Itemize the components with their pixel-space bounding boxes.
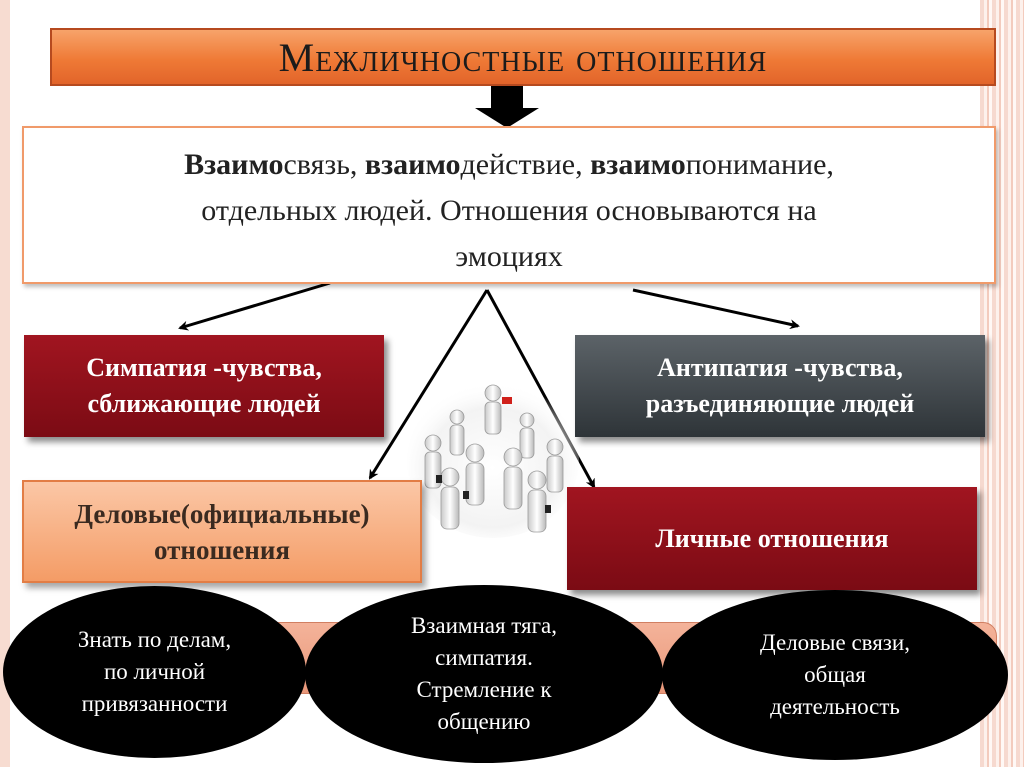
oval-left-text: Знать по делам, по личной привязанности xyxy=(78,624,231,720)
sympathy-text: Симпатия -чувства, сближающие людей xyxy=(86,353,322,418)
oval-line: общая xyxy=(804,662,866,687)
business-relations-box: Деловые(официальные) отношения xyxy=(22,480,422,583)
personal-relations-box: Личные отношения xyxy=(567,487,977,590)
oval-line: деятельность xyxy=(770,694,900,719)
definition-box: Взаимосвязь, взаимодействие, взаимопоним… xyxy=(22,126,996,284)
oval-line: Стремление к xyxy=(416,677,552,702)
oval-left: Знать по делам, по личной привязанности xyxy=(3,586,306,758)
bold-prefix: Взаимо xyxy=(184,148,284,181)
personal-text: Личные отношения xyxy=(655,523,889,553)
oval-line: Деловые связи, xyxy=(760,630,910,655)
definition-line-3: эмоциях xyxy=(455,240,563,273)
slide-title: Межличностные отношения xyxy=(50,28,996,86)
oval-line: симпатия. xyxy=(435,645,533,670)
text-part: действие, xyxy=(460,148,591,181)
title-text: Межличностные отношения xyxy=(278,34,768,80)
bold-prefix: взаимо xyxy=(364,148,461,181)
text-part: связь, xyxy=(283,148,365,181)
antipathy-text: Антипатия -чувства, разъединяющие людей xyxy=(645,353,915,418)
oval-line: Взаимная тяга, xyxy=(410,613,558,638)
antipathy-box: Антипатия -чувства, разъединяющие людей xyxy=(575,335,985,437)
oval-line: по личной xyxy=(103,659,205,684)
oval-center-text: Взаимная тяга, симпатия. Стремление к об… xyxy=(411,610,557,738)
bold-prefix: взаимо xyxy=(590,148,686,181)
oval-right: Деловые связи, общая деятельность xyxy=(662,590,1008,760)
oval-line: Знать по делам, xyxy=(77,627,232,652)
definition-line-1: Взаимосвязь, взаимодействие, взаимопоним… xyxy=(24,142,994,188)
oval-line: общению xyxy=(437,709,531,734)
text-part: понимание, xyxy=(685,148,834,181)
people-group-image xyxy=(407,382,579,538)
business-text: Деловые(официальные) отношения xyxy=(74,498,370,565)
sympathy-box: Симпатия -чувства, сближающие людей xyxy=(24,335,384,437)
oval-line: привязанности xyxy=(81,691,228,716)
oval-center: Взаимная тяга, симпатия. Стремление к об… xyxy=(305,585,663,763)
oval-right-text: Деловые связи, общая деятельность xyxy=(760,627,910,723)
definition-line-2: отдельных людей. Отношения основываются … xyxy=(201,194,817,227)
